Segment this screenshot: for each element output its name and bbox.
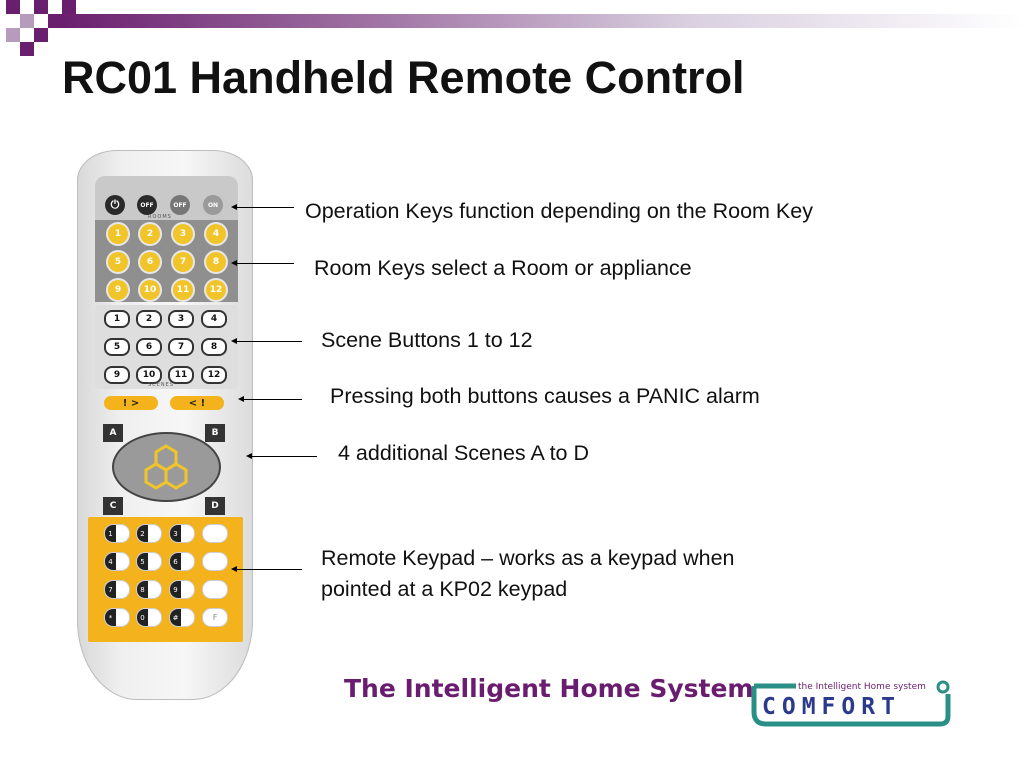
keypad-key: 7 (104, 580, 130, 599)
room-key: 9 (108, 280, 128, 300)
deco-square (34, 28, 48, 42)
keypad-key: 4 (104, 552, 130, 571)
callout-arrow (246, 453, 317, 459)
scene-key: 9 (104, 366, 130, 384)
room-key: 3 (173, 224, 193, 244)
keypad-key-label: 5 (137, 553, 148, 570)
comfort-logo-frame-icon (751, 680, 951, 727)
keypad-key-label: 1 (105, 525, 116, 542)
comfort-hexagon-icon (144, 444, 188, 490)
keypad-key-label: 4 (105, 553, 116, 570)
scene-key: 5 (104, 338, 130, 356)
deco-square (20, 42, 34, 56)
scene-key: 3 (168, 310, 194, 328)
slide-title: RC01 Handheld Remote Control (62, 52, 745, 103)
callout-arrow (238, 396, 302, 402)
keypad-key (202, 524, 228, 543)
scene-key: 12 (201, 366, 227, 384)
scene-key: 6 (136, 338, 162, 356)
room-key: 5 (108, 252, 128, 272)
callout-arrow (231, 204, 294, 210)
keypad-key: 5 (136, 552, 162, 571)
logo-small-tagline: the Intelligent Home system (798, 682, 926, 692)
scenes-label: SCENES (148, 382, 174, 388)
keypad-key: 9 (169, 580, 195, 599)
panic-key-left: ! > (104, 396, 158, 410)
comfort-logo: the Intelligent Home system COMFORT (744, 680, 952, 730)
deco-square (34, 0, 48, 14)
rooms-label: ROOMS (148, 214, 172, 220)
callout-scene-buttons: Scene Buttons 1 to 12 (321, 328, 533, 352)
keypad-key-label: 7 (105, 581, 116, 598)
room-key: 1 (108, 224, 128, 244)
scene-key-c: C (103, 497, 123, 515)
callout-panic-alarm: Pressing both buttons causes a PANIC ala… (330, 384, 760, 408)
keypad-key: 6 (169, 552, 195, 571)
keypad-key: * (104, 608, 130, 627)
panic-key-right: < ! (170, 396, 224, 410)
keypad-key-label: * (105, 609, 116, 626)
scene-key-b: B (205, 424, 225, 442)
keypad-key: 0 (136, 608, 162, 627)
room-key: 2 (140, 224, 160, 244)
keypad-key-label: 6 (170, 553, 181, 570)
callout-room-keys: Room Keys select a Room or appliance (314, 256, 692, 280)
room-key: 6 (140, 252, 160, 272)
scene-key: 10 (136, 366, 162, 384)
keypad-key: 1 (104, 524, 130, 543)
room-key: 8 (206, 252, 226, 272)
keypad-key (202, 552, 228, 571)
room-key: 7 (173, 252, 193, 272)
scene-key: 8 (201, 338, 227, 356)
scene-key: 2 (136, 310, 162, 328)
keypad-key: F (202, 608, 228, 627)
keypad-key-label: 0 (137, 609, 148, 626)
keypad-key: # (169, 608, 195, 627)
callout-arrow (231, 566, 302, 572)
operation-key: OFF (137, 195, 157, 215)
keypad-key-label: 9 (170, 581, 181, 598)
scene-key-a: A (103, 424, 123, 442)
keypad-key: 2 (136, 524, 162, 543)
operation-key: OFF (170, 195, 190, 215)
keypad-key (202, 580, 228, 599)
keypad-key: 8 (136, 580, 162, 599)
logo-brand: COMFORT (762, 694, 901, 720)
deco-square (20, 14, 34, 28)
scene-key: 7 (168, 338, 194, 356)
power-icon: ⏻ (105, 195, 125, 215)
keypad-key: 3 (169, 524, 195, 543)
room-key: 10 (140, 280, 160, 300)
title-gradient-bar (62, 14, 1024, 28)
callout-arrow (231, 338, 302, 344)
keypad-key-label: 2 (137, 525, 148, 542)
center-dpad (112, 432, 221, 502)
operation-key: ON (203, 195, 223, 215)
deco-square (6, 28, 20, 42)
footer-tagline: The Intelligent Home System (344, 674, 754, 703)
callout-operation-keys: Operation Keys function depending on the… (305, 199, 813, 223)
room-key: 12 (206, 280, 226, 300)
room-key: 11 (173, 280, 193, 300)
scene-key: 1 (104, 310, 130, 328)
room-key: 4 (206, 224, 226, 244)
keypad-key-label: # (170, 609, 181, 626)
scene-key: 4 (201, 310, 227, 328)
keypad-key-label: 8 (137, 581, 148, 598)
deco-square (48, 14, 62, 28)
callout-remote-keypad: Remote Keypad – works as a keypad when (321, 546, 735, 570)
callout-scenes-a-to-d: 4 additional Scenes A to D (338, 441, 590, 465)
deco-square (6, 0, 20, 14)
callout-arrow (231, 260, 294, 266)
scene-key-d: D (205, 497, 225, 515)
scene-key: 11 (168, 366, 194, 384)
deco-square (62, 0, 76, 14)
callout-remote-keypad-line2: pointed at a KP02 keypad (321, 577, 568, 601)
keypad-key-label: 3 (170, 525, 181, 542)
